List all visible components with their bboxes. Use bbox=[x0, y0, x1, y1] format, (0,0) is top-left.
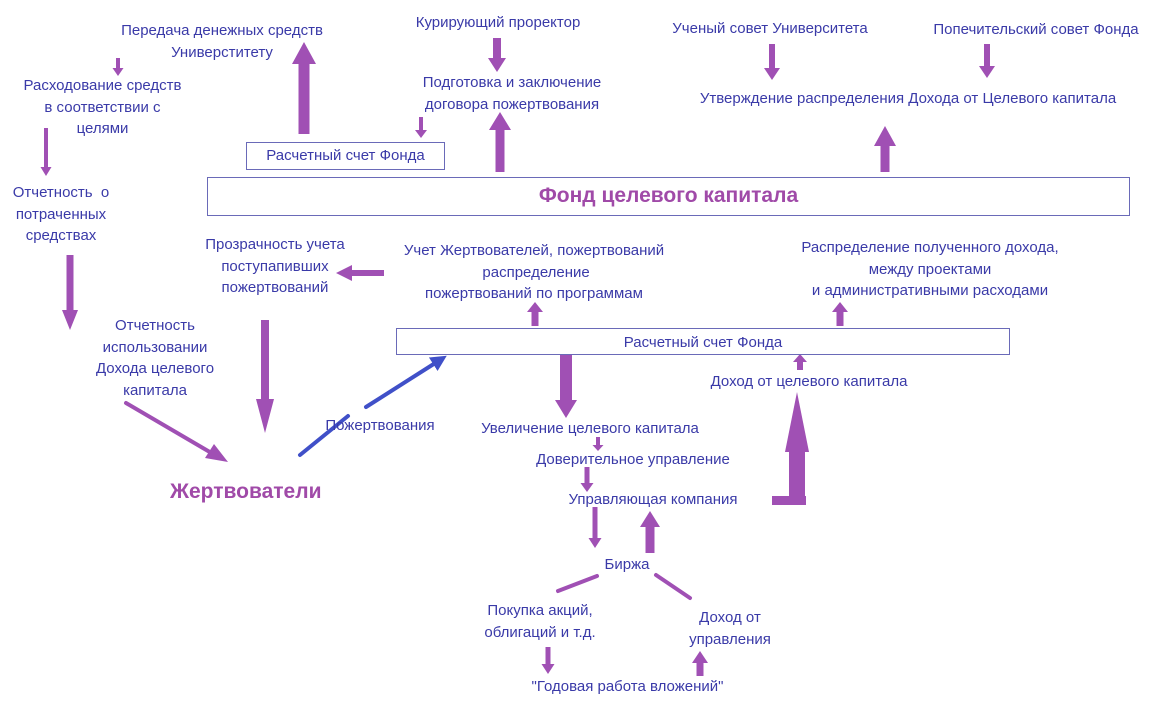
transfer-to-university-label: Передача денежных средств Универститету bbox=[121, 22, 323, 61]
arrow-trustees-to-approval bbox=[979, 44, 995, 78]
settlement-account-label-mid: Расчетный счет Фонда bbox=[623, 334, 783, 351]
arrow-transparency-to-donors bbox=[256, 320, 274, 433]
arrow-fund-to-contract bbox=[489, 112, 511, 172]
arrow-council-to-approval bbox=[764, 44, 780, 80]
arrow-to-university-transfer bbox=[292, 42, 316, 134]
trust-management-label: Доверительное управление bbox=[536, 451, 730, 468]
transparency-label: Прозрачность учета поступапивших пожертв… bbox=[205, 236, 345, 296]
arrow-contract-to-settlement bbox=[415, 117, 427, 138]
distribution-approval-label: Утверждение распределения Дохода от Целе… bbox=[699, 90, 1117, 107]
arrow-company-to-income bbox=[785, 392, 809, 505]
arrow-exchange-to-company bbox=[640, 511, 660, 553]
arrow-report-to-usage bbox=[62, 255, 78, 330]
income-usage-report-label: Отчетность использовании Дохода целевого… bbox=[95, 317, 215, 399]
contract-preparation-label: Подготовка и заключение договора пожертв… bbox=[422, 74, 602, 113]
donations-label: Пожертвования bbox=[325, 417, 435, 434]
spending-label: Расходование средств в соответствии с це… bbox=[23, 77, 182, 137]
securities-purchase-label: Покупка акций, облигаций и т.д. bbox=[484, 602, 596, 641]
arrow-donations-to-settlement bbox=[298, 414, 350, 457]
settlement-account-label-top: Расчетный счет Фонда bbox=[266, 147, 425, 164]
annual-performance-label: "Годовая работа вложений" bbox=[531, 678, 724, 695]
management-company-label: Управляющая компания bbox=[568, 491, 738, 508]
trustees-council-label: Попечительский совет Фонда bbox=[933, 21, 1139, 38]
arrow-trust-to-company bbox=[580, 467, 594, 492]
fund-title: Фонд целевого капитала bbox=[538, 184, 799, 207]
arrow-annual-to-mgmt-income bbox=[692, 651, 708, 676]
settlement-account-box-top: Расчетный счет Фонда bbox=[246, 142, 445, 170]
income-distribution-label: Распределение полученного дохода, между … bbox=[801, 239, 1059, 299]
arrow-settlement-to-distribution bbox=[832, 302, 848, 326]
line-exchange-to-mgmt-income bbox=[654, 573, 692, 600]
spent-funds-report-label: Отчетность о потраченных средствах bbox=[12, 184, 110, 244]
arrow-donations-to-settlement-2 bbox=[364, 355, 447, 409]
arrow-purchase-to-annual bbox=[541, 647, 555, 674]
arrow-spending-to-report bbox=[40, 128, 52, 176]
arrow-settlement-to-increase bbox=[555, 354, 577, 418]
line-exchange-to-purchase bbox=[556, 574, 599, 593]
arrow-prorector-to-contract bbox=[488, 38, 506, 72]
prorector-label: Курирующий проректор bbox=[415, 14, 581, 31]
arrow-usage-report-to-donors bbox=[124, 401, 222, 460]
arrow-company-to-exchange bbox=[588, 507, 602, 548]
arrow-increase-to-trust bbox=[592, 437, 604, 451]
donors-label: Жертвователи bbox=[170, 480, 322, 503]
arrow-transfer-to-spending bbox=[112, 58, 124, 76]
settlement-account-box-mid: Расчетный счет Фонда bbox=[396, 328, 1010, 355]
capital-increase-label: Увеличение целевого капитала bbox=[481, 420, 699, 437]
management-income-label: Доход от управления bbox=[689, 609, 771, 648]
fund-box: Фонд целевого капитала bbox=[207, 177, 1130, 216]
arrow-fund-to-approval bbox=[874, 126, 896, 172]
academic-council-label: Ученый совет Университета bbox=[672, 20, 868, 37]
arrow-to-transparency bbox=[336, 265, 384, 281]
endowment-income-label: Доход от целевого капитала bbox=[710, 373, 908, 390]
exchange-label: Биржа bbox=[604, 556, 650, 573]
donor-accounting-label: Учет Жертвователей, пожертвований распре… bbox=[403, 242, 665, 302]
arrow-settlement-to-accounting bbox=[527, 302, 543, 326]
arrow-usage-report-to-donors-head bbox=[205, 444, 228, 462]
arrow-income-to-settlement bbox=[793, 354, 807, 370]
